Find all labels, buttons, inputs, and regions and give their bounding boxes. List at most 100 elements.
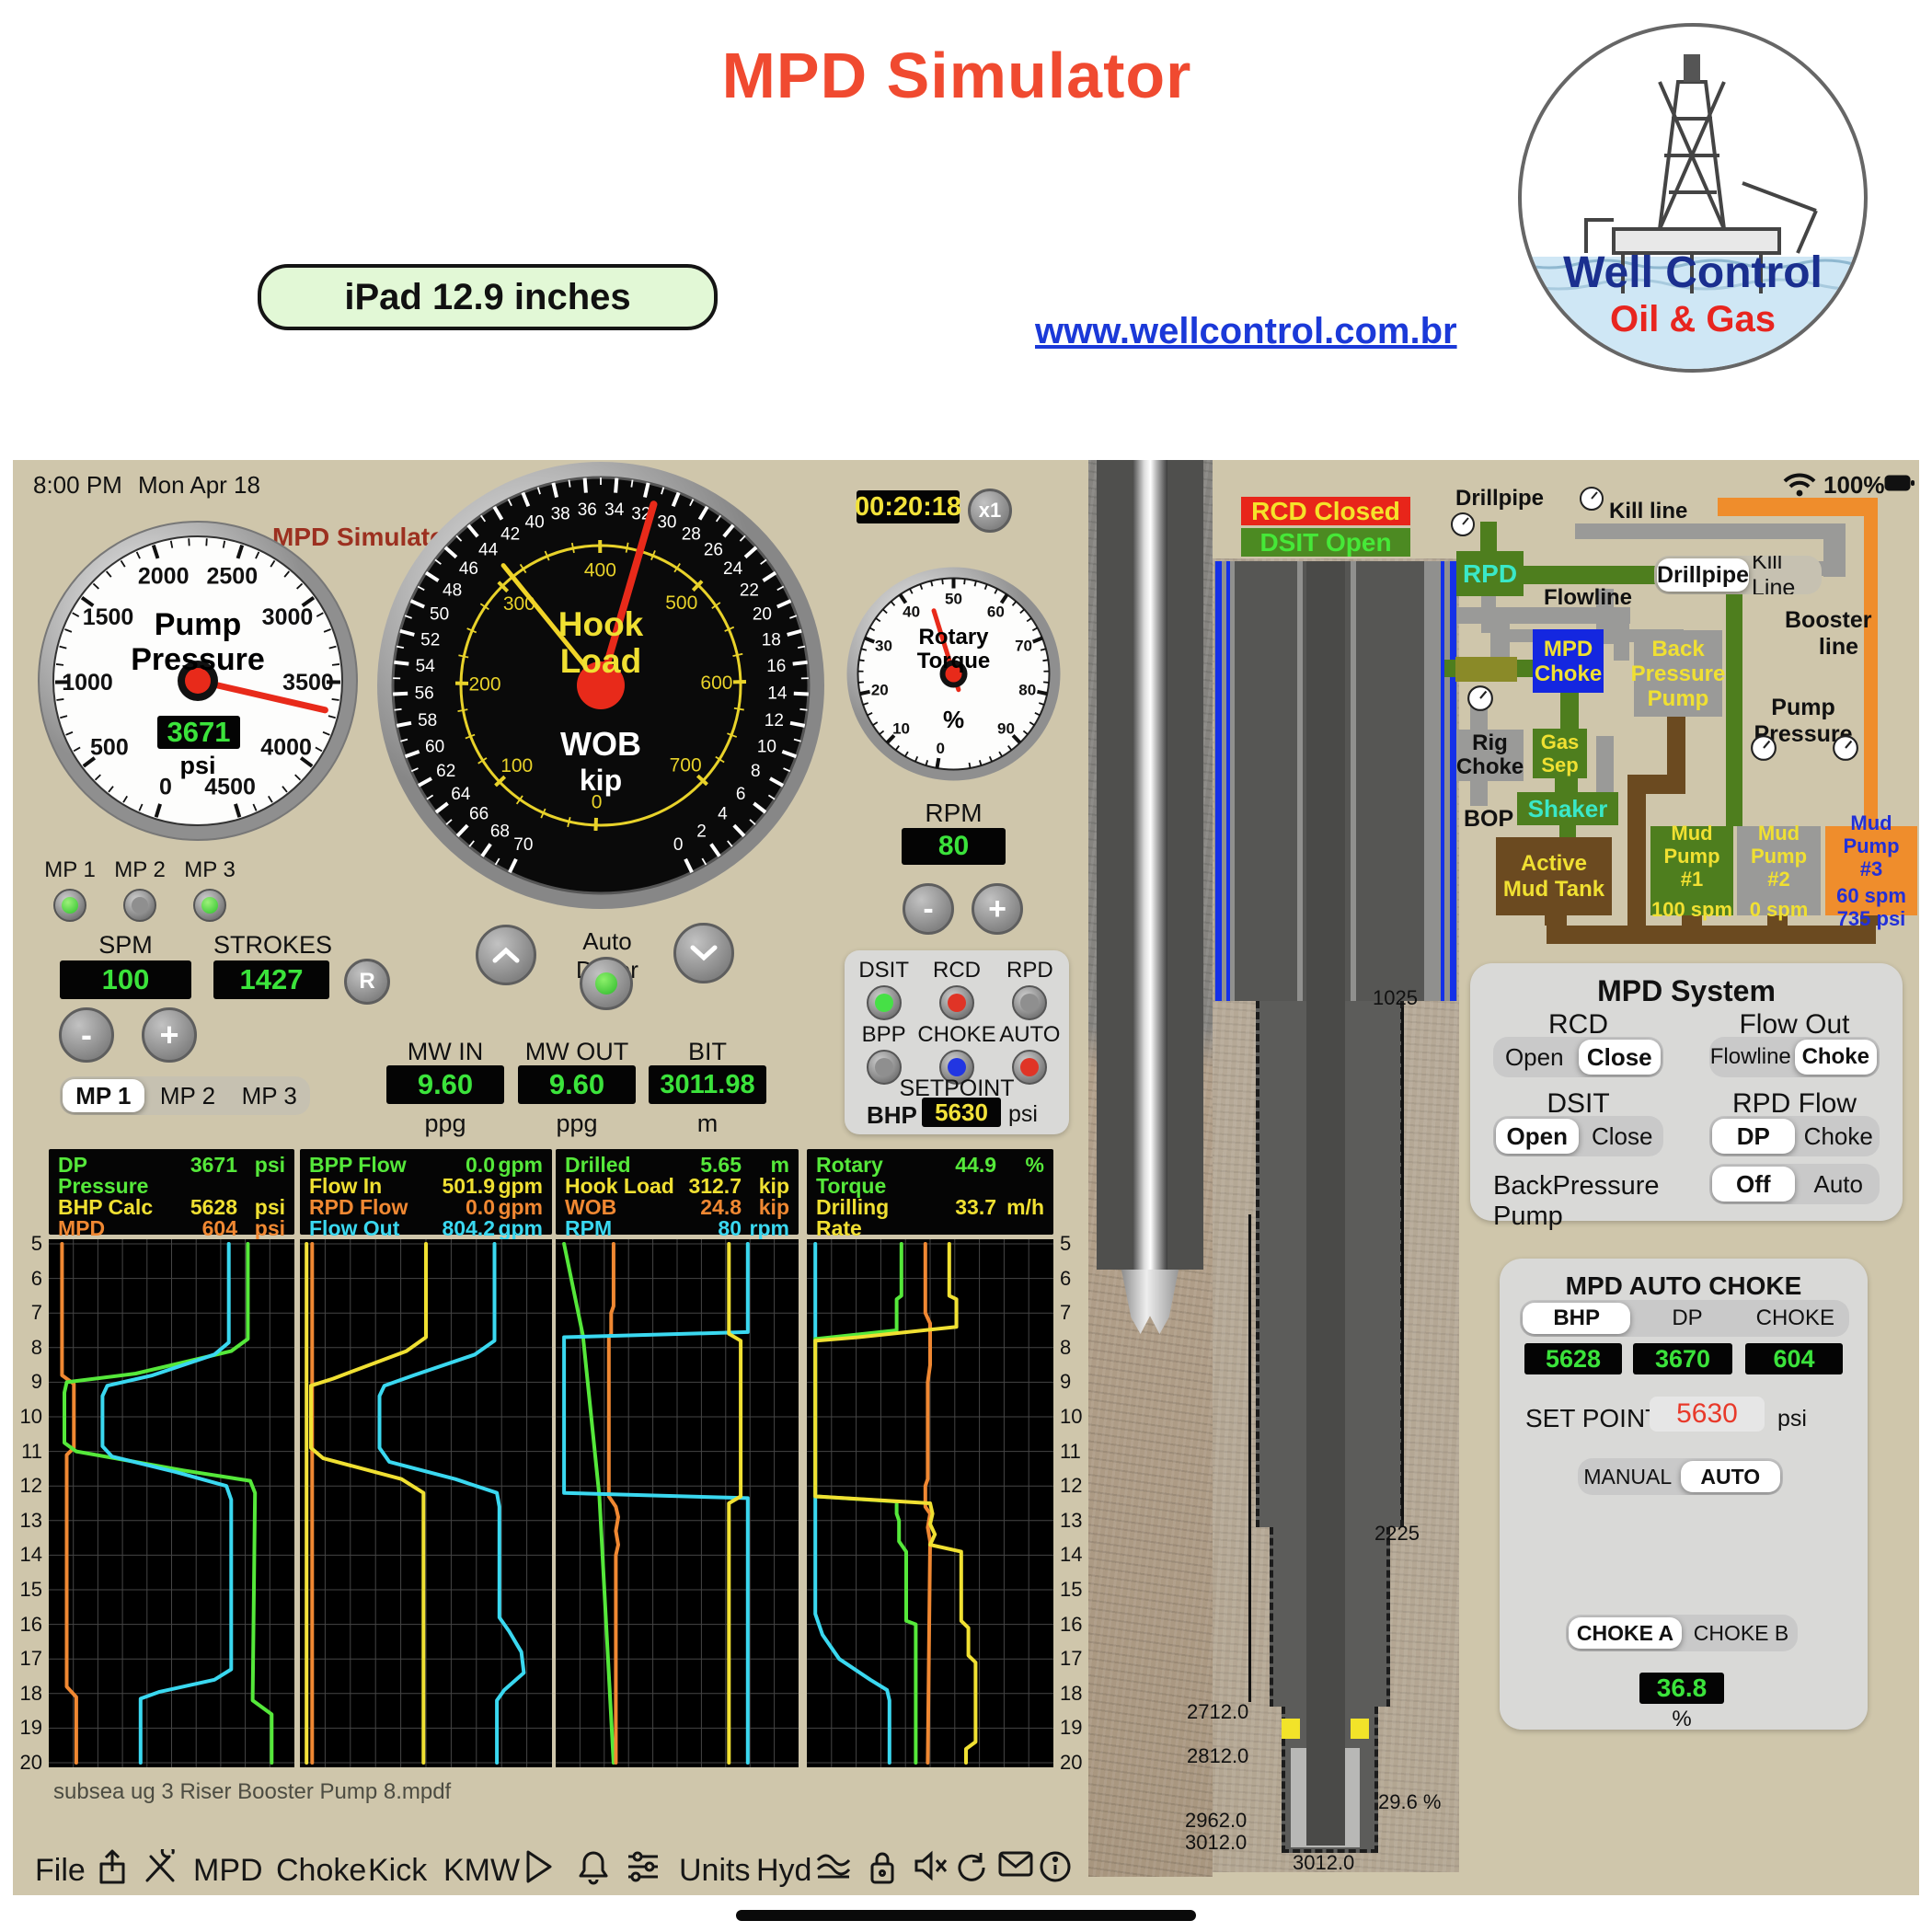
- mail-icon[interactable]: [997, 1849, 1034, 1879]
- svg-text:42: 42: [500, 525, 520, 545]
- sim-speed-button[interactable]: x1: [968, 489, 1012, 533]
- depth-tick-label: 17: [1060, 1647, 1083, 1671]
- readout-value: 24.8: [700, 1195, 742, 1219]
- led-on[interactable]: [193, 889, 226, 922]
- selector-kill-line[interactable]: Kill Line: [1752, 556, 1796, 594]
- dp-value-display: 3670: [1633, 1343, 1732, 1374]
- mute-icon[interactable]: [913, 1849, 949, 1882]
- rcd-open-option[interactable]: Open: [1504, 1042, 1564, 1071]
- mpd-choke-line1: MPD: [1543, 636, 1593, 661]
- loaded-file-name: subsea ug 3 Riser Booster Pump 8.mpdf: [53, 1779, 452, 1804]
- status-led-label: RPD: [1006, 958, 1053, 983]
- spm-plus-button[interactable]: +: [142, 1007, 197, 1063]
- toolbar-kmw-button[interactable]: KMW: [443, 1853, 521, 1888]
- mud-pump-led-label: MP 3: [184, 857, 236, 882]
- home-indicator[interactable]: [736, 1910, 1196, 1921]
- mw-out-label: MW OUT: [524, 1038, 629, 1065]
- selector-drillpipe[interactable]: Drillpipe: [1657, 558, 1750, 592]
- led-on[interactable]: [53, 889, 86, 922]
- toolbar-file-button[interactable]: File: [35, 1853, 86, 1888]
- dsit-close-option[interactable]: Close: [1592, 1121, 1653, 1150]
- choke-opening-unit: %: [1672, 1707, 1692, 1731]
- rcd-led[interactable]: [938, 985, 974, 1020]
- readout-unit: m/h: [1006, 1195, 1044, 1219]
- toolbar-kick-button[interactable]: Kick: [368, 1853, 428, 1888]
- repeat-icon[interactable]: [953, 1849, 988, 1884]
- strip-chart-canvas: [49, 1239, 294, 1767]
- auto-driller-down-button[interactable]: [673, 923, 734, 983]
- choke-b-option[interactable]: CHOKE B: [1693, 1620, 1789, 1645]
- mp1-line2: #1: [1680, 867, 1704, 891]
- mp1-tab[interactable]: MP 1: [63, 1079, 144, 1112]
- sim-timer-display: 00:20:18: [855, 490, 961, 523]
- strokes-reset-button[interactable]: R: [344, 959, 390, 1005]
- readout-unit: gpm: [498, 1195, 543, 1219]
- set-point-input[interactable]: 5630: [1650, 1397, 1765, 1432]
- depth-bracket-line: [1248, 1214, 1251, 1702]
- toolbar-mpd-button[interactable]: MPD: [193, 1853, 263, 1888]
- depth-tick-label: 13: [19, 1508, 42, 1532]
- pump-pressure-display: 3671: [157, 716, 240, 749]
- svg-text:90: 90: [997, 719, 1015, 737]
- svg-text:0: 0: [937, 740, 945, 757]
- manual-option[interactable]: MANUAL: [1583, 1464, 1673, 1489]
- flow-out-choke-option[interactable]: Choke: [1794, 1040, 1877, 1075]
- mpd-choke-line2: Choke: [1534, 661, 1603, 686]
- rcd-close-option[interactable]: Close: [1578, 1040, 1661, 1075]
- dsit-open-option[interactable]: Open: [1496, 1119, 1579, 1154]
- depth-tick-label: 8: [30, 1335, 42, 1359]
- svg-text:62: 62: [436, 762, 455, 781]
- bpp-off-option[interactable]: Off: [1712, 1167, 1795, 1202]
- tab-bhp[interactable]: BHP: [1523, 1303, 1631, 1334]
- flow-out-flowline-option[interactable]: Flowline: [1709, 1044, 1791, 1069]
- rpd-led[interactable]: [1012, 985, 1048, 1020]
- rpd-flow-dp-option[interactable]: DP: [1712, 1119, 1795, 1154]
- bell-icon[interactable]: [578, 1849, 609, 1886]
- rpd-flow-toggle: DP Choke: [1709, 1116, 1880, 1156]
- tab-dp[interactable]: DP: [1672, 1305, 1703, 1330]
- wob-unit: kip: [579, 764, 623, 797]
- choke-led[interactable]: [938, 1050, 974, 1085]
- rpm-plus-button[interactable]: +: [972, 883, 1023, 935]
- share-icon[interactable]: [96, 1849, 129, 1886]
- choke-a-option[interactable]: CHOKE A: [1569, 1617, 1682, 1649]
- wifi-icon: [1783, 473, 1816, 501]
- dsit-led[interactable]: [866, 985, 902, 1020]
- play-icon[interactable]: [524, 1849, 554, 1884]
- depth-tick-label: 16: [19, 1612, 42, 1636]
- led-off[interactable]: [123, 889, 156, 922]
- mp2-tab[interactable]: MP 2: [159, 1081, 216, 1110]
- depth-tick-label: 12: [1060, 1474, 1083, 1498]
- mp3-tab[interactable]: MP 3: [241, 1081, 297, 1110]
- auto-led[interactable]: [1012, 1050, 1048, 1085]
- depth-tick-label: 19: [1060, 1716, 1083, 1740]
- tab-choke[interactable]: CHOKE: [1755, 1305, 1834, 1330]
- auto-driller-led-button[interactable]: [580, 957, 633, 1010]
- bpp-led[interactable]: [866, 1050, 902, 1085]
- lock-icon[interactable]: [868, 1849, 896, 1886]
- waves-icon[interactable]: [815, 1849, 852, 1880]
- rpd-flow-choke-option[interactable]: Choke: [1803, 1121, 1873, 1150]
- pipe-kill-line: [1575, 523, 1846, 539]
- auto-option[interactable]: AUTO: [1680, 1461, 1780, 1492]
- readout-value: 33.7: [955, 1195, 996, 1219]
- website-link[interactable]: www.wellcontrol.com.br: [1035, 311, 1457, 351]
- tools-icon[interactable]: [142, 1849, 178, 1886]
- toolbar-choke-button[interactable]: Choke: [276, 1853, 367, 1888]
- sliders-icon[interactable]: [626, 1849, 661, 1884]
- info-icon[interactable]: [1038, 1849, 1073, 1884]
- svg-text:54: 54: [416, 657, 436, 676]
- spm-minus-button[interactable]: -: [59, 1007, 114, 1063]
- auto-driller-up-button[interactable]: [476, 925, 536, 985]
- rpm-minus-button[interactable]: -: [903, 883, 954, 935]
- toolbar-hyd-button[interactable]: Hyd: [756, 1853, 812, 1888]
- toolbar-units-button[interactable]: Units: [679, 1853, 751, 1888]
- bpp-auto-option[interactable]: Auto: [1813, 1169, 1864, 1198]
- readout-label: Hook Load: [565, 1174, 674, 1198]
- depth-tick-label: 18: [19, 1681, 42, 1705]
- readout-unit: gpm: [498, 1174, 543, 1198]
- svg-text:58: 58: [418, 711, 437, 730]
- readout-value: 5.65: [700, 1153, 742, 1177]
